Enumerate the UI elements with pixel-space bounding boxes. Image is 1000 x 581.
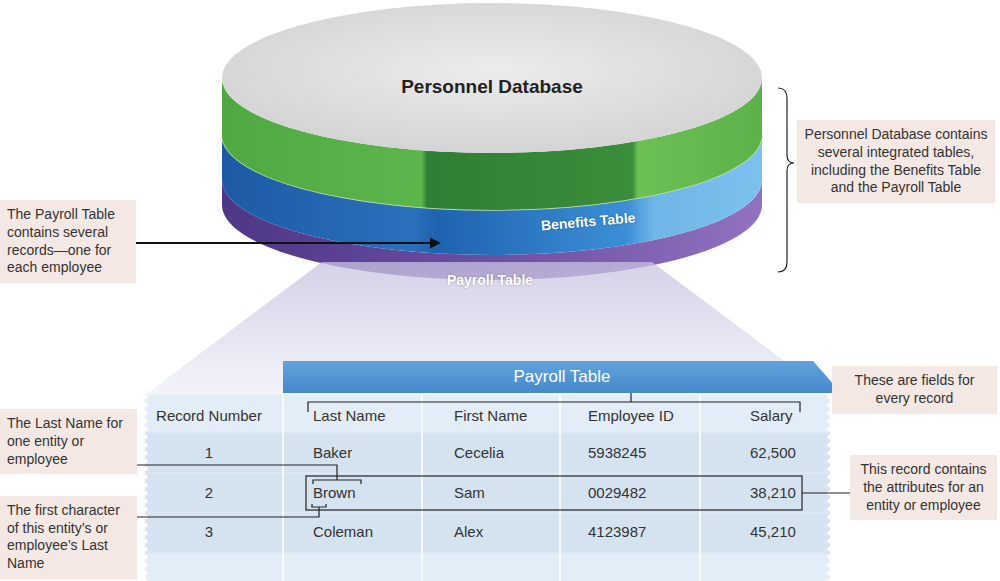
- callout-text: This record contains the attributes for …: [857, 461, 990, 514]
- field-name: Employee ID: [588, 406, 674, 426]
- table-cell: 5938245: [588, 443, 646, 463]
- table-body: [145, 395, 830, 581]
- record-leader: [802, 492, 850, 493]
- table-layer: Payroll Table: [441, 198, 539, 289]
- table-cell: 62,500: [750, 443, 796, 463]
- record-outline: [306, 476, 802, 510]
- table-cell: 45,210: [750, 522, 796, 542]
- table-cell: 0029482: [588, 483, 646, 503]
- table-row: [145, 554, 830, 581]
- table-cell: Alex: [454, 522, 483, 542]
- table-cell: Cecelia: [454, 443, 504, 463]
- table-cell: Baker: [313, 443, 352, 463]
- field-name: Record Number: [144, 406, 274, 426]
- database-cylinder: Personnel DatabaseBenefits TablePayroll …: [222, 3, 762, 280]
- field-name: Salary: [750, 406, 793, 426]
- node-label: Payroll Table: [447, 272, 533, 288]
- table-row: [145, 514, 830, 552]
- connector-line: [136, 242, 431, 244]
- node-label: Payroll Table: [513, 367, 610, 387]
- callout-text: The Last Name for one entity or employee: [7, 415, 130, 468]
- first-char-bracket: [312, 504, 326, 507]
- cylinder-top: [222, 3, 762, 153]
- table-cell: 4123987: [588, 522, 646, 542]
- callout-text: The first character of this entity’s or …: [7, 502, 130, 573]
- column-lines: [283, 395, 700, 581]
- table-row: [145, 395, 830, 432]
- database-brace: [778, 88, 794, 272]
- callout-box: Personnel Database contains several inte…: [797, 120, 995, 203]
- table-cell: 1: [144, 443, 274, 463]
- table-cell: Coleman: [313, 522, 373, 542]
- connector-arrow: [136, 238, 441, 249]
- first-char-leader: [137, 507, 319, 517]
- table-cell: Sam: [454, 483, 485, 503]
- table-cell: 2: [144, 483, 274, 503]
- field-name: First Name: [454, 406, 527, 426]
- table-row: [145, 434, 830, 472]
- field-name: Last Name: [313, 406, 386, 426]
- last-name-bracket: [313, 480, 361, 484]
- table-row: [145, 474, 830, 512]
- callout-box: This record contains the attributes for …: [850, 455, 997, 520]
- callout-box: These are fields for every record: [832, 366, 997, 414]
- node-label: Personnel Database: [222, 76, 762, 98]
- table-header: Payroll Table: [283, 361, 841, 393]
- arrow-head: [430, 238, 441, 249]
- callout-box: The Last Name for one entity or employee: [0, 409, 137, 474]
- table-cell: Brown: [313, 483, 356, 503]
- callout-text: These are fields for every record: [839, 372, 990, 408]
- callout-box: The first character of this entity’s or …: [0, 496, 137, 579]
- callout-box: The Payroll Table contains several recor…: [0, 200, 136, 283]
- table-cell: 38,210: [750, 483, 796, 503]
- node-label: Benefits Table: [540, 209, 636, 233]
- table-layer: Benefits Table: [528, 135, 642, 235]
- callout-text: Personnel Database contains several inte…: [804, 126, 988, 197]
- table-cell: 3: [144, 522, 274, 542]
- callout-text: The Payroll Table contains several recor…: [7, 206, 129, 277]
- leader-lines: [137, 88, 850, 517]
- last-name-leader: [137, 465, 337, 480]
